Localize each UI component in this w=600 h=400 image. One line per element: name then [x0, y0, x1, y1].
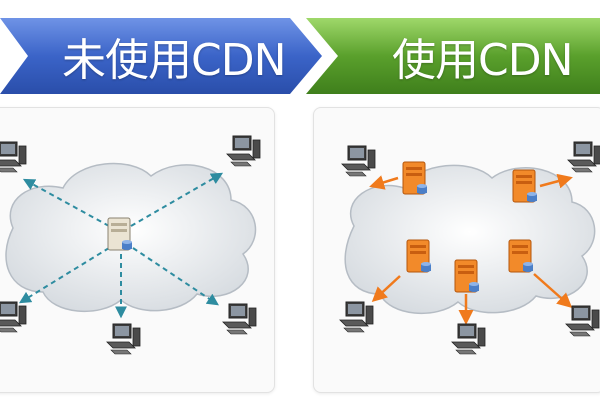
banner-right-arrow — [306, 18, 600, 94]
link-edge-top-right — [539, 173, 573, 189]
client-links — [18, 172, 224, 319]
edge-server-icon — [406, 239, 432, 273]
diagram-without-cdn — [0, 135, 261, 355]
edge-server-icon — [402, 161, 428, 195]
client-pc-icon — [341, 145, 376, 177]
client-pc-icon — [567, 141, 600, 173]
link-edge-bottom-right — [533, 273, 573, 308]
diagram-with-cdn — [339, 141, 600, 355]
edge-server-icon — [512, 169, 538, 203]
client-pc-icon — [0, 141, 27, 173]
edge-links — [369, 173, 573, 325]
edge-server-icon — [508, 239, 534, 273]
header-banner: 未使用CDN 使用CDN — [0, 0, 600, 100]
client-pc-icon — [339, 301, 374, 333]
edge-server-icon — [454, 259, 480, 293]
client-pc-icon — [106, 323, 141, 355]
client-pc-icon — [222, 303, 257, 335]
client-pc-icon — [451, 323, 486, 355]
banner-arrows — [0, 18, 600, 94]
link-edge-top-left — [369, 175, 399, 190]
client-pc-icon — [226, 135, 261, 167]
panel-without-cdn — [0, 107, 275, 393]
link-top-left — [22, 178, 110, 227]
banner-left-arrow — [0, 18, 322, 94]
origin-server-icon — [107, 217, 133, 251]
client-pc-icon — [565, 305, 600, 337]
banner-right-label: 使用CDN — [392, 35, 574, 86]
panel-with-cdn — [313, 107, 600, 393]
internet-cloud — [5, 162, 257, 313]
client-pc-icon — [0, 301, 27, 333]
link-bottom-right — [132, 247, 219, 306]
link-edge-bottom-left — [371, 275, 401, 303]
banner-left-label: 未使用CDN — [62, 35, 287, 86]
